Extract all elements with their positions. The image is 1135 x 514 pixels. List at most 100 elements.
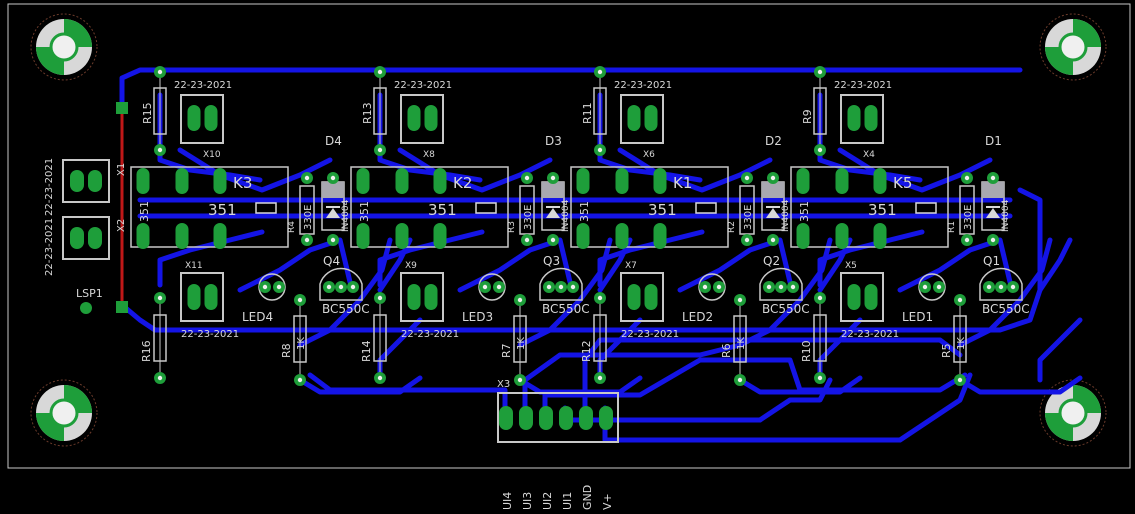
drill-hole <box>964 237 970 243</box>
drill-hole <box>377 375 383 381</box>
transistor-type-label: BC550C <box>982 302 1030 316</box>
x1-date-label: 22-23-2021 <box>44 158 55 216</box>
x2-date-label: 22-23-2021 <box>44 218 55 276</box>
diode-label: D2 <box>765 134 782 148</box>
header-pin-label: UI3 <box>521 492 534 510</box>
lsp1-pad <box>80 302 92 314</box>
diode-type-label: IN4004 <box>341 199 351 232</box>
drill-hole <box>570 284 576 290</box>
drill-hole <box>778 284 784 290</box>
drill-hole <box>276 284 282 290</box>
pad <box>644 284 658 310</box>
drill-hole <box>157 69 163 75</box>
resistor-bottom-left-label: R16 <box>140 340 153 362</box>
diode-label: D1 <box>985 134 1002 148</box>
connector-bottom-date: 22-23-2021 <box>621 329 679 340</box>
transistor-label: Q4 <box>323 254 340 268</box>
resistor-relay-value: 330E <box>523 205 534 230</box>
connector-bottom-label: X7 <box>625 261 637 271</box>
relay-label: K5 <box>893 174 912 192</box>
drill-hole <box>550 237 556 243</box>
drill-hole <box>766 284 772 290</box>
drill-hole <box>157 295 163 301</box>
drill-hole <box>817 295 823 301</box>
transistor-type-label: BC550C <box>322 302 370 316</box>
pad <box>615 223 629 249</box>
drill-hole <box>517 377 523 383</box>
drill-hole <box>770 237 776 243</box>
pad <box>873 168 887 194</box>
diode-type-label: IN4004 <box>781 199 791 232</box>
drill-hole <box>990 175 996 181</box>
connector-top-date: 22-23-2021 <box>394 80 452 91</box>
header-x3: X3 <box>497 379 619 443</box>
resistor-top: R11 <box>581 66 607 156</box>
connector-top-label: X10 <box>203 150 221 160</box>
mounting-hole-icon <box>30 379 98 447</box>
pad <box>835 168 849 194</box>
led-label: LED3 <box>462 310 493 324</box>
drill-hole <box>702 284 708 290</box>
pad <box>835 223 849 249</box>
transistor-label: Q3 <box>543 254 560 268</box>
drill-hole <box>377 147 383 153</box>
pad <box>796 223 810 249</box>
via-pad <box>116 102 128 114</box>
resistor-top-label: R11 <box>581 102 594 124</box>
resistor-top: R13 <box>361 66 387 156</box>
drill-hole <box>524 175 530 181</box>
transistor-type-label: BC550C <box>762 302 810 316</box>
resistor-top-label: R9 <box>801 109 814 124</box>
connector-x2: X2 <box>62 216 127 260</box>
relay-label: K1 <box>673 174 692 192</box>
resistor-bottom-right-label: R7 <box>500 343 513 358</box>
pad <box>187 105 201 131</box>
pad <box>864 105 878 131</box>
mounting-hole-icon <box>30 13 98 81</box>
pad <box>407 105 421 131</box>
drill-hole <box>986 284 992 290</box>
drill-hole <box>558 284 564 290</box>
connector-top-label: X8 <box>423 150 435 160</box>
drill-hole <box>597 69 603 75</box>
relay-side-code-label: 351 <box>798 201 811 222</box>
connector-bottom-date: 22-23-2021 <box>841 329 899 340</box>
led-label: LED2 <box>682 310 713 324</box>
drill-hole <box>377 295 383 301</box>
drill-hole <box>550 175 556 181</box>
pad <box>213 168 227 194</box>
relay-side-code-label: 351 <box>138 201 151 222</box>
drill-hole <box>770 175 776 181</box>
relay-code-label: 351 <box>428 201 457 219</box>
resistor-relay-value: 330E <box>743 205 754 230</box>
drill-hole <box>597 295 603 301</box>
pad <box>627 105 641 131</box>
drill-hole <box>350 284 356 290</box>
diode-label: D4 <box>325 134 342 148</box>
drill-hole <box>817 69 823 75</box>
pad <box>175 223 189 249</box>
drill-hole <box>304 175 310 181</box>
pad <box>576 168 590 194</box>
resistor-relay-label: R4 <box>287 221 297 233</box>
pad <box>136 168 150 194</box>
drill-hole <box>496 284 502 290</box>
connector-bottom-label: X9 <box>405 261 417 271</box>
drill-hole <box>964 175 970 181</box>
